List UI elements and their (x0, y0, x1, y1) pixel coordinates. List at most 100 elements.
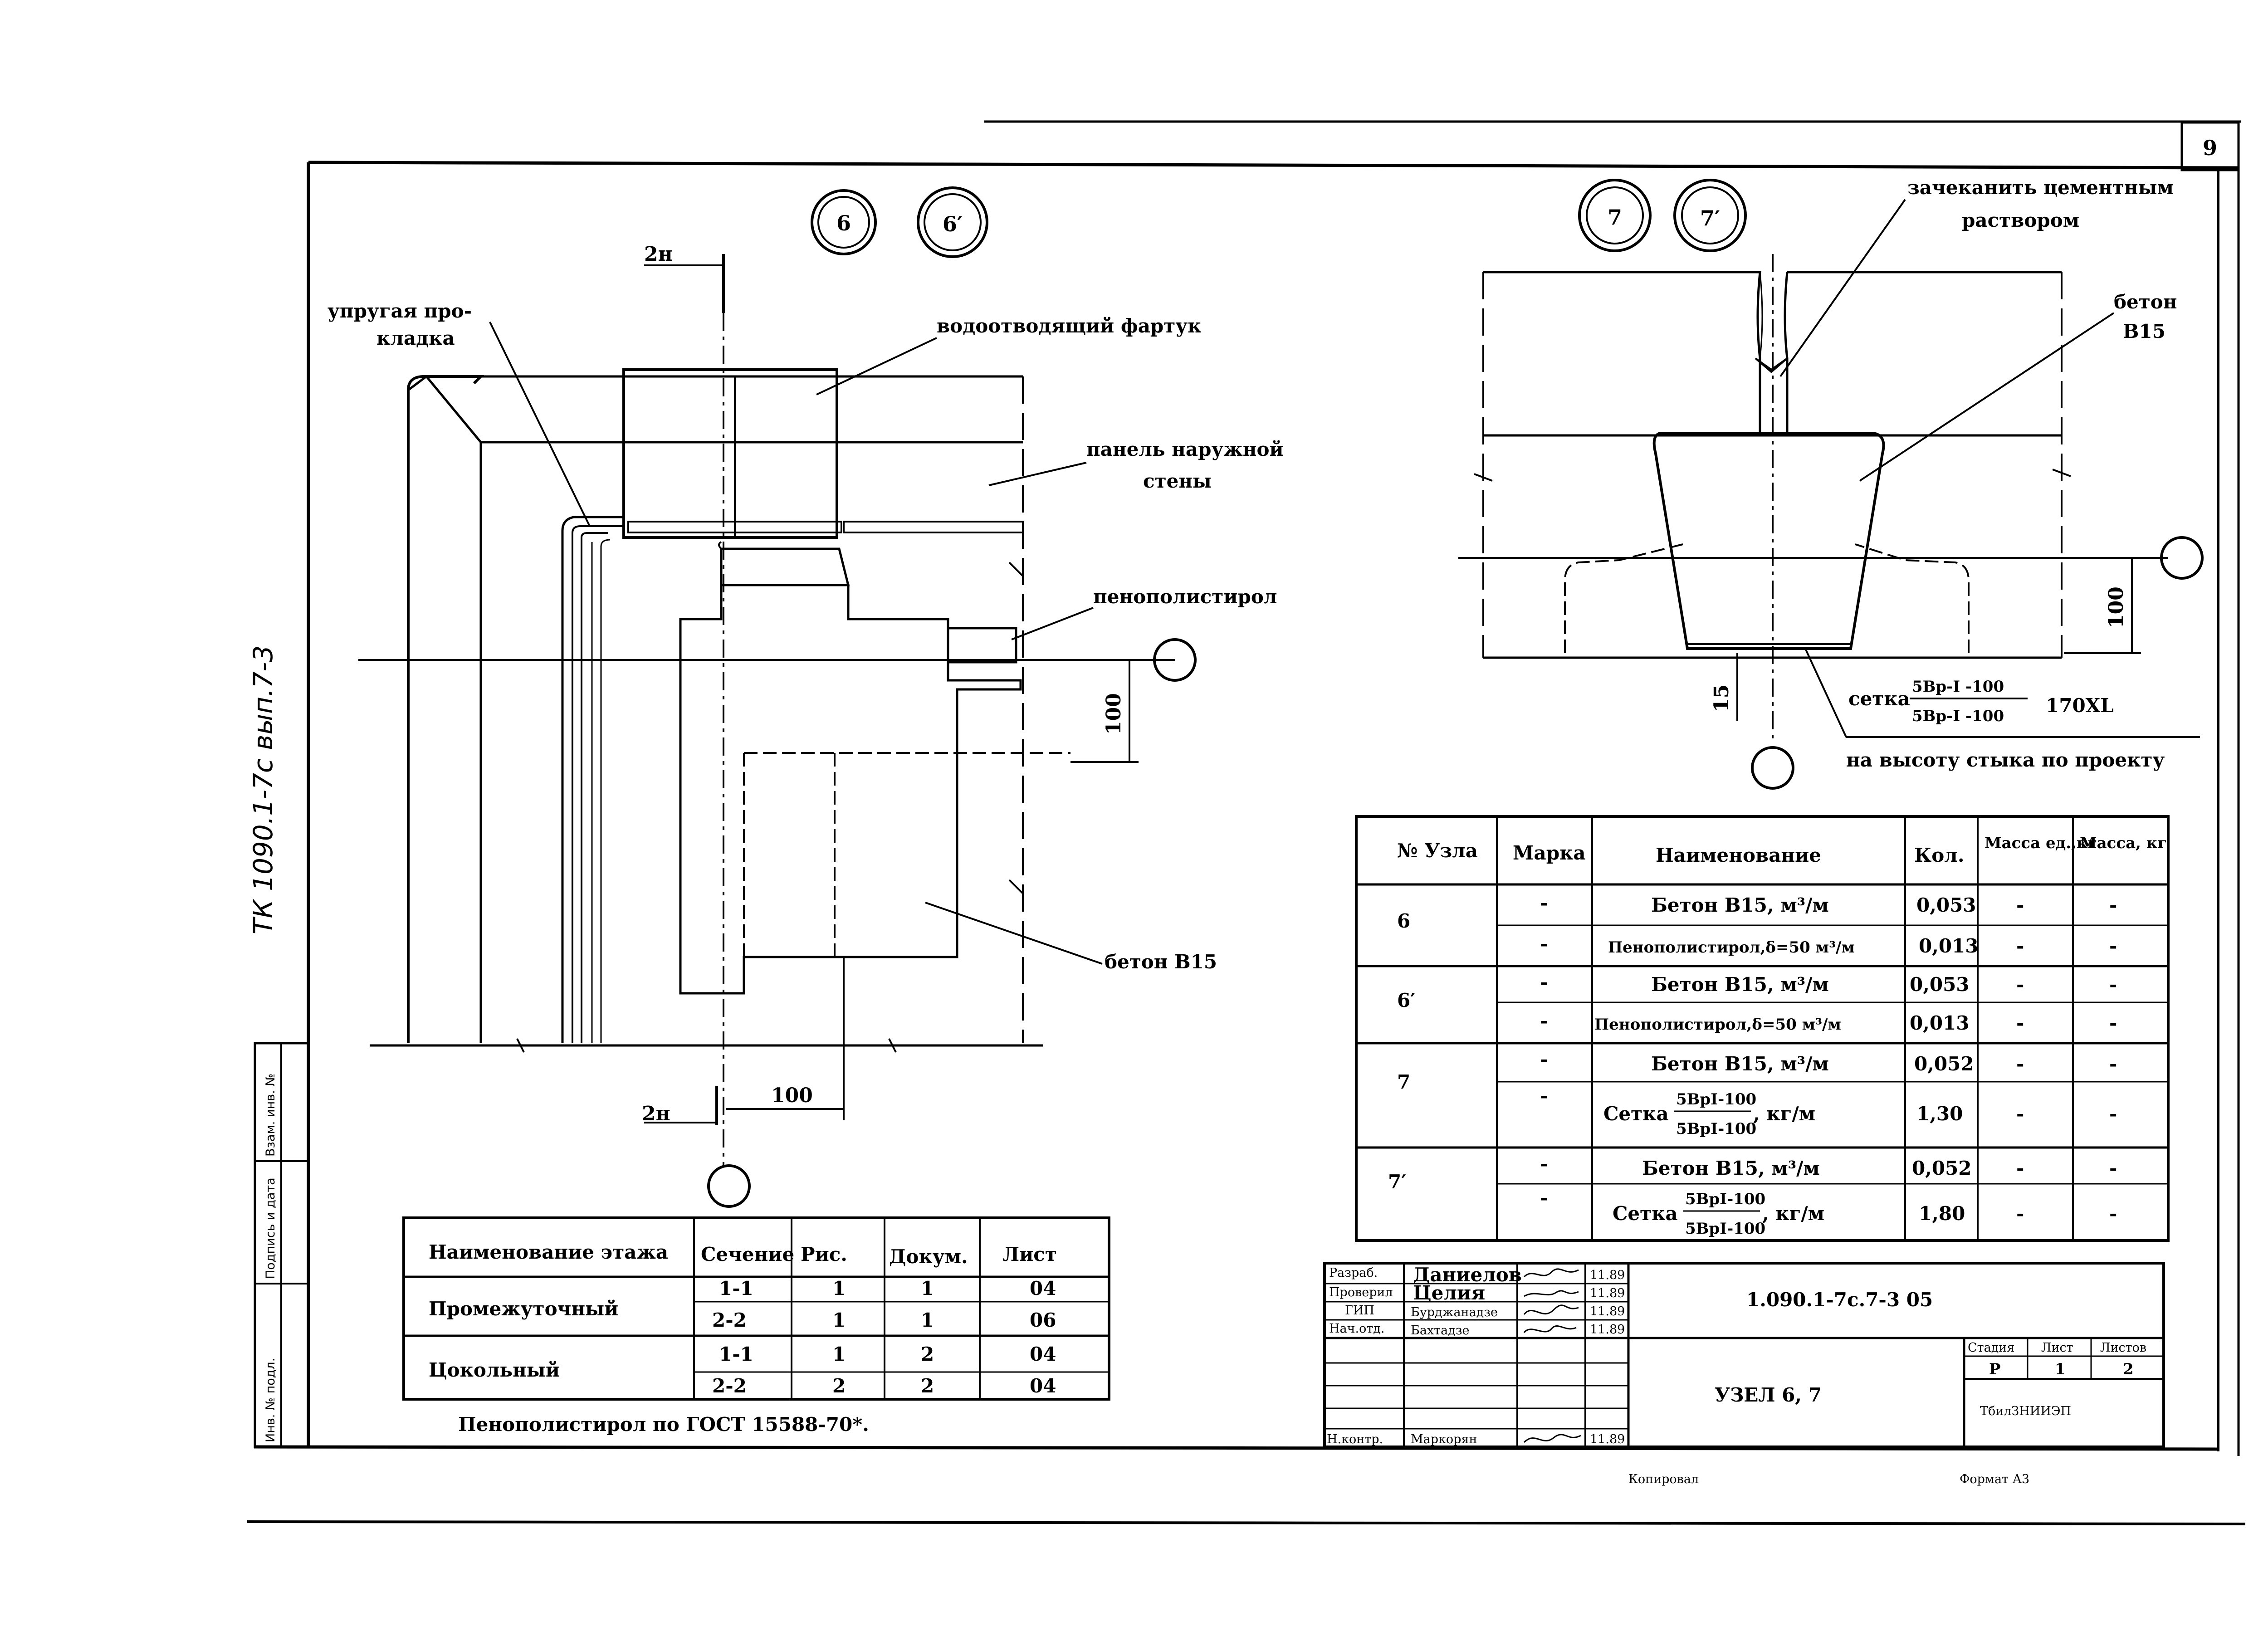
floor-header-fig: Рис. (801, 1243, 847, 1265)
dim-left-horizontal: 100 (771, 1084, 813, 1107)
spec-row-5-mass: - (2109, 1053, 2117, 1075)
floor-r3-doc: 2 (921, 1343, 934, 1365)
floor-r3-section: 1-1 (719, 1343, 753, 1365)
floor-r4-section: 2-2 (712, 1375, 747, 1397)
spec-row-6-name-suffix: , кг/м (1753, 1103, 1815, 1125)
sheet-header: Лист (2041, 1341, 2073, 1355)
spec-row-3-mass: - (2109, 973, 2117, 996)
label-concrete-right-1: бетон (2114, 291, 2177, 313)
name-head: Бахтадзе (1411, 1323, 1470, 1338)
date-developer: 11.89 (1590, 1268, 1625, 1282)
spec-row-2-unit-mass: - (2016, 935, 2024, 957)
label-gasket-2: кладка (376, 327, 455, 349)
floor-r2-sheet: 06 (1030, 1309, 1056, 1331)
node-mark-6 (811, 189, 877, 255)
spec-row-3-unit-mass: - (2016, 973, 2024, 996)
section-mark-top: 2н (644, 243, 673, 266)
name-developer: Даниелов (1413, 1264, 1522, 1286)
floor-header-name: Наименование этажа (429, 1241, 668, 1263)
node-mark-6prime-label: 6′ (943, 212, 963, 236)
date-norm-control: 11.89 (1590, 1432, 1625, 1446)
foam-block (947, 627, 1017, 664)
dim-right-vertical: 100 (2105, 586, 2128, 628)
copied-label: Копировал (1628, 1472, 1699, 1486)
role-checker: Проверил (1329, 1285, 1393, 1299)
node-mark-7-label: 7 (1608, 205, 1622, 230)
label-mesh-numerator: 5Вр-I -100 (1912, 678, 2004, 696)
sheet-number: 9 (2203, 136, 2217, 160)
role-norm-control: Н.контр. (1327, 1432, 1383, 1446)
spec-row-1-qty: 0,053 (1916, 894, 1976, 916)
spec-row-6-name-prefix: Сетка (1603, 1103, 1669, 1125)
spec-row-6-name-num: 5ВрI-100 (1676, 1090, 1756, 1109)
floor-header-section: Сечение (701, 1243, 794, 1265)
right-node-drawing: 7 7′ 100 15 зачеканить цементным (1458, 176, 2204, 790)
name-checker: Целия (1413, 1282, 1485, 1304)
floor-r1-fig: 1 (832, 1277, 846, 1299)
title-block: Разраб. Проверил ГИП Нач.отд. Н.контр. Д… (1323, 1262, 2165, 1448)
spec-node-7: 7 (1397, 1071, 1410, 1093)
spec-row-8-name-suffix: , кг/м (1762, 1202, 1824, 1225)
floor-r2-doc: 1 (921, 1309, 934, 1331)
floor-group-basement: Цокольный (429, 1359, 560, 1381)
spec-row-8-qty: 1,80 (1919, 1202, 1965, 1225)
label-caulk-1: зачеканить цементным (1907, 176, 2174, 199)
spec-row-5-qty: 0,052 (1914, 1053, 1974, 1075)
spec-row-6-name-den: 5ВрI-100 (1676, 1120, 1756, 1138)
floor-header-sheet: Лист (1002, 1243, 1057, 1265)
role-head: Нач.отд. (1329, 1322, 1384, 1336)
sheet-frame: 9 (247, 120, 2246, 1525)
spec-row-4-name: Пенополистирол,δ=50 м³/м (1594, 1016, 1841, 1034)
signatures (1523, 1268, 1581, 1443)
floor-r1-doc: 1 (921, 1277, 934, 1299)
spec-row-8-name-prefix: Сетка (1613, 1202, 1678, 1225)
spec-node-6: 6 (1397, 910, 1410, 932)
stage-header: Стадия (1968, 1341, 2014, 1355)
axis-circle-right-right (2160, 536, 2204, 580)
spec-node-6prime: 6′ (1397, 989, 1415, 1011)
sheets-value: 2 (2123, 1360, 2134, 1378)
spec-row-2-mark: - (1540, 933, 1548, 955)
spec-row-2-mass: - (2109, 935, 2117, 957)
stamp-signature-date: Подпись и дата (264, 1177, 278, 1279)
stamp-replace-inv: Взам. инв. № (264, 1074, 278, 1157)
label-mesh-denominator: 5Вр-I -100 (1912, 707, 2004, 725)
spec-row-5-unit-mass: - (2016, 1053, 2024, 1075)
spec-row-5-mark: - (1540, 1048, 1548, 1070)
spec-row-4-qty: 0,013 (1910, 1012, 1970, 1034)
spec-row-2-qty: 0,013 (1919, 935, 1979, 957)
spec-row-4-mark: - (1540, 1010, 1548, 1032)
spec-row-3-mark: - (1540, 971, 1548, 993)
floor-r4-fig: 2 (832, 1375, 846, 1397)
spec-row-4-mass: - (2109, 1012, 2117, 1034)
spec-table: № Узла Марка Наименование Кол. Масса ед.… (1355, 815, 2170, 1242)
section-mark-bottom: 2н (642, 1102, 670, 1125)
spec-row-3-name: Бетон В15, м³/м (1651, 973, 1829, 996)
floor-group-intermediate: Промежуточный (429, 1298, 618, 1320)
dim-left-vertical: 100 (1102, 693, 1125, 735)
organization: ТбилЗНИИЭП (1980, 1404, 2071, 1418)
date-checker: 11.89 (1590, 1286, 1625, 1300)
spec-row-1-mass: - (2109, 894, 2117, 916)
spec-row-8-unit-mass: - (2016, 1202, 2024, 1225)
spec-header-mass: Масса, кг (2080, 834, 2167, 852)
name-gip: Бурджанадзе (1411, 1305, 1498, 1319)
sheets-header: Листов (2100, 1341, 2146, 1355)
label-mesh-suffix: 170ХL (2046, 694, 2114, 717)
node-mark-7prime (1673, 179, 1747, 252)
left-node-drawing: 6 6′ 2н 2н (327, 186, 1284, 1208)
floor-r3-fig: 1 (832, 1343, 846, 1365)
label-panel-2: стены (1143, 470, 1212, 492)
side-note: ТК 1090.1-7с вып.7-3 (248, 645, 279, 934)
spec-row-7-name: Бетон В15, м³/м (1642, 1157, 1820, 1179)
spec-row-6-mass: - (2109, 1103, 2117, 1125)
node-mark-6-label: 6 (836, 211, 851, 235)
document-title: УЗЕЛ 6, 7 (1715, 1384, 1822, 1406)
left-stamp: Взам. инв. № Подпись и дата Инв. № подл. (254, 1042, 310, 1448)
spec-row-2-name: Пенополистирол,δ=50 м³/м (1608, 938, 1855, 957)
spec-row-6-mark: - (1540, 1084, 1548, 1107)
format-label: Формат А3 (1960, 1472, 2029, 1486)
spec-row-8-name-num: 5ВрI-100 (1685, 1190, 1765, 1208)
node-mark-7prime-label: 7′ (1700, 206, 1720, 230)
axis-circle-left-bottom (707, 1164, 751, 1208)
